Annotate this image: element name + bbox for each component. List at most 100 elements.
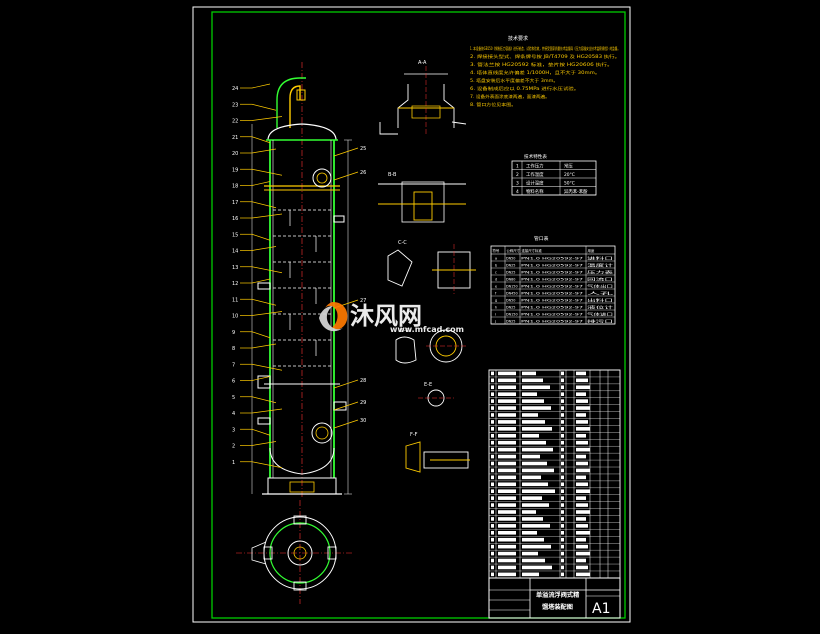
nozzle-size: DN150 [506,313,518,317]
parts-list [488,369,621,579]
section-labels: A-AB-BC-CD-DE-EF-F [388,60,432,438]
nozzle-use: 液位计 [587,305,615,310]
callout-number: 28 [360,378,366,384]
design-row-no: 4 [516,189,519,195]
callout-number: 2 [232,444,235,450]
nozzle-standard: PN1.0 HG20592-97 [521,313,583,317]
tower-plan-view [236,500,352,604]
nozzle-header-cell: 连接尺寸标准 [522,248,543,253]
nozzle-use: 温度计 [587,263,615,268]
note-line: 4. 塔体直线度允许偏差 1/1000H，且不大于 30mm。 [470,69,600,76]
callout-number: 27 [360,298,366,304]
note-line: 5. 塔盘安装后水平度偏差不大于 3mm。 [470,77,558,84]
design-row-name: 物料名称 [526,188,544,195]
callout-number: 18 [232,184,238,190]
nozzle-standard: PN1.0 HG20592-97 [521,257,583,261]
callout-number: 5 [232,395,235,401]
note-line: 1. 本设备按GB150《钢制压力容器》进行制造、试验和验收，并接受国家质量技术… [470,45,620,52]
callout-number: 13 [232,265,238,271]
nozzle-size: DN50 [506,299,515,303]
callout-number: 11 [232,297,238,303]
nozzle-size: DN50 [506,257,515,261]
design-row-value: 异丙苯-苯酚 [564,188,588,195]
design-row-no: 1 [516,164,519,170]
callout-number: 14 [232,249,238,255]
nozzle-symbol: c [495,271,497,275]
watermark: 沐风网 www.mfcad.com [319,302,464,334]
nozzle-size: DN25 [506,320,515,324]
callout-number: 9 [232,330,235,336]
callout-number: 6 [232,379,235,385]
watermark-brand: 沐风网 [350,302,422,330]
nozzle-symbol: g [495,299,497,303]
nozzle-use: 人孔 [587,291,615,296]
section-label: A-A [418,60,427,66]
section-label: E-E [424,382,432,388]
callout-number: 7 [232,362,235,368]
sheet-size-label: A1 [592,601,610,617]
nozzle-symbol: b [495,264,497,268]
note-line: 8. 管口方位见本图。 [470,101,516,108]
nozzle-header-cell: 符号 [493,248,500,253]
nozzle-symbol: f [495,292,497,296]
sheet-outer-frame [192,6,631,623]
callout-number: 21 [232,135,238,141]
design-table-title: 技术特性表 [524,153,547,160]
design-row-value: 常压 [564,163,573,170]
design-row-value: 20°C [564,172,575,178]
title-block: 单溢流浮阀式精 馏塔装配图 A1 [488,577,621,619]
nozzle-table-title: 管口表 [534,235,549,242]
nozzle-size: DN25 [506,264,515,268]
nozzle-symbol: h [495,306,497,310]
nozzle-standard: PN1.0 HG20592-97 [521,264,583,268]
callout-number: 16 [232,216,238,222]
callout-number: 1 [232,460,235,466]
nozzle-symbol: i [495,313,496,317]
design-row-no: 2 [516,172,519,178]
watermark-url: www.mfcad.com [390,325,464,334]
callout-number: 19 [232,167,238,173]
drawing-title-line2: 馏塔装配图 [541,603,573,611]
callout-number: 17 [232,200,238,206]
callout-number: 23 [232,102,238,108]
nozzle-use: 压力表 [587,270,615,275]
section-label: F-F [410,432,418,438]
nozzle-standard: PN1.0 HG20592-97 [521,299,583,303]
callout-number: 10 [232,314,238,320]
nozzle-standard: PN1.0 HG20592-97 [521,278,583,282]
nozzle-standard: PN1.0 HG20592-97 [521,320,583,324]
callout-number: 22 [232,119,238,125]
nozzle-use: 排污口 [587,319,613,324]
nozzle-use: 回流口 [587,277,613,282]
design-row-value: 50°C [564,181,575,187]
design-row-no: 3 [516,181,519,187]
section-label: C-C [398,240,407,246]
design-row-name: 工作压力 [526,163,544,170]
detail-views [378,66,476,473]
nozzle-symbol: e [495,285,497,289]
callout-number: 30 [360,418,366,424]
callout-number: 25 [360,146,366,152]
callout-number: 29 [360,400,366,406]
nozzle-size: DN450 [506,292,518,296]
note-line: 3. 管法兰按 HG20592 标准，垫片按 HG20606 执行。 [470,61,613,68]
nozzle-symbol: d [495,278,497,282]
callout-number: 4 [232,411,235,417]
nozzle-standard: PN1.0 HG20592-97 [521,271,583,275]
nozzle-size: DN150 [506,285,518,289]
notes-title: 技术要求 [508,35,528,42]
callout-number: 24 [232,86,238,92]
callout-number: 20 [232,151,238,157]
sheet-inner-frame [211,11,626,619]
nozzle-symbol: a [495,257,497,261]
design-row-name: 工作温度 [526,171,544,178]
note-line: 2. 焊接接头型式、焊条牌号按 JB/T4709 及 HG20583 执行。 [470,53,620,60]
nozzle-header-cell: 公称尺寸 [507,248,521,253]
callout-number: 3 [232,427,235,433]
note-line: 6. 设备制成后应以 0.75MPa 进行水压试验。 [470,85,579,92]
